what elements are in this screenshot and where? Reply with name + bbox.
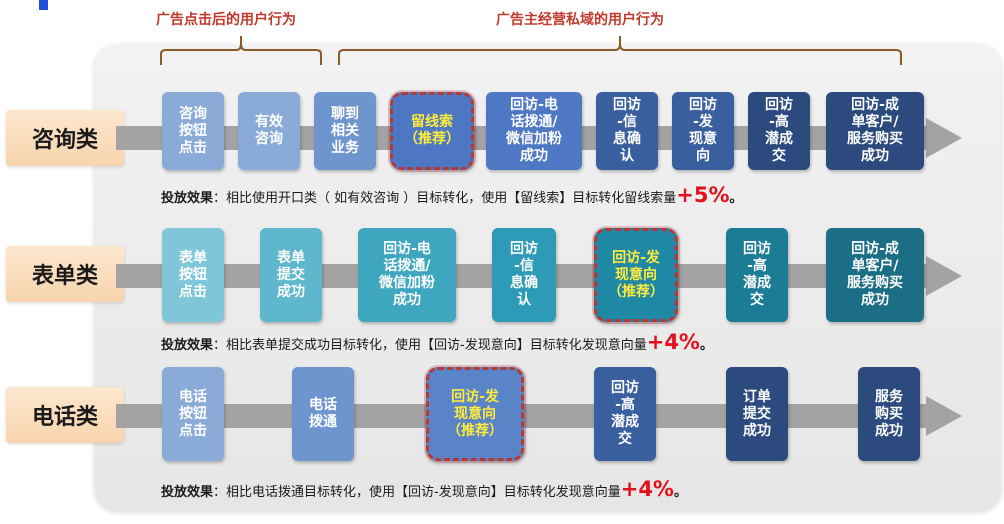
effect-body: ：相比表单提交成功目标转化，使用【回访-发现意向】目标转化发现意向量 xyxy=(213,338,647,353)
stage-node: 服务 购买 成功 xyxy=(858,367,920,461)
brace-left xyxy=(160,34,322,66)
stage-node: 回访-电 话拨通/ 微信加粉 成功 xyxy=(358,228,456,322)
stage-node: 回访-成 单客户/ 服务购买 成功 xyxy=(826,228,924,322)
stage-node: 回访 -高 潜成 交 xyxy=(726,228,788,322)
stage-node: 咨询 按钮 点击 xyxy=(162,92,224,170)
stage-node: 回访 -信 息确 认 xyxy=(596,92,658,170)
header-right-label: 广告主经营私域的用户行为 xyxy=(496,12,664,28)
stage-node: 回访 -高 潜成 交 xyxy=(594,367,656,461)
effect-tail: 。 xyxy=(699,338,713,353)
brace-right xyxy=(338,34,902,66)
effect-lead: 投放效果 xyxy=(161,485,214,500)
effect-percentage: +4% xyxy=(646,330,700,354)
stage-node: 回访-成 单客户/ 服务购买 成功 xyxy=(826,92,924,170)
stage-node: 电话 按钮 点击 xyxy=(162,367,224,461)
effect-body: ：相比使用开口类（ 如有效咨询 ）目标转化，使用【留线索】目标转化留线索量 xyxy=(213,191,677,206)
effect-tail: 。 xyxy=(673,485,687,500)
stage-node: 回访 -信 息确 认 xyxy=(492,228,556,322)
category-form: 表单类 xyxy=(6,246,124,302)
stage-node: 有效 咨询 xyxy=(238,92,300,170)
stage-node: 电话 拨通 xyxy=(292,367,354,461)
corner-accent xyxy=(39,0,48,10)
header-left-label: 广告点击后的用户行为 xyxy=(156,12,296,28)
stage-node-recommended: 留线索 （推荐） xyxy=(390,92,474,170)
stage-node-recommended: 回访-发 现意向 （推荐） xyxy=(594,228,678,322)
effect-percentage: +4% xyxy=(620,477,674,501)
effect-form: 投放效果：相比表单提交成功目标转化，使用【回访-发现意向】目标转化发现意向量+4… xyxy=(161,330,713,354)
stage-node: 回访 -高 潜成 交 xyxy=(748,92,810,170)
effect-tail: 。 xyxy=(729,191,743,206)
category-phone: 电话类 xyxy=(6,387,124,443)
stage-node: 回访 -发 现意 向 xyxy=(672,92,734,170)
stage-node-recommended: 回访-发 现意向 （推荐） xyxy=(426,367,524,461)
effect-lead: 投放效果 xyxy=(161,338,214,353)
stage-node: 表单 按钮 点击 xyxy=(162,228,224,322)
stage-node: 聊到 相关 业务 xyxy=(314,92,376,170)
effect-phone: 投放效果：相比电话拨通目标转化，使用【回访-发现意向】目标转化发现意向量+4%。 xyxy=(161,477,687,501)
category-consult: 咨询类 xyxy=(6,110,124,166)
flow-arrow-phone xyxy=(116,396,962,436)
effect-body: ：相比电话拨通目标转化，使用【回访-发现意向】目标转化发现意向量 xyxy=(213,485,621,500)
stage-node: 表单 提交 成功 xyxy=(260,228,322,322)
stage-node: 订单 提交 成功 xyxy=(726,367,788,461)
effect-consult: 投放效果：相比使用开口类（ 如有效咨询 ）目标转化，使用【留线索】目标转化留线索… xyxy=(161,183,743,207)
effect-lead: 投放效果 xyxy=(161,191,214,206)
effect-percentage: +5% xyxy=(676,183,730,207)
stage-node: 回访-电 话拨通/ 微信加粉 成功 xyxy=(486,92,582,170)
